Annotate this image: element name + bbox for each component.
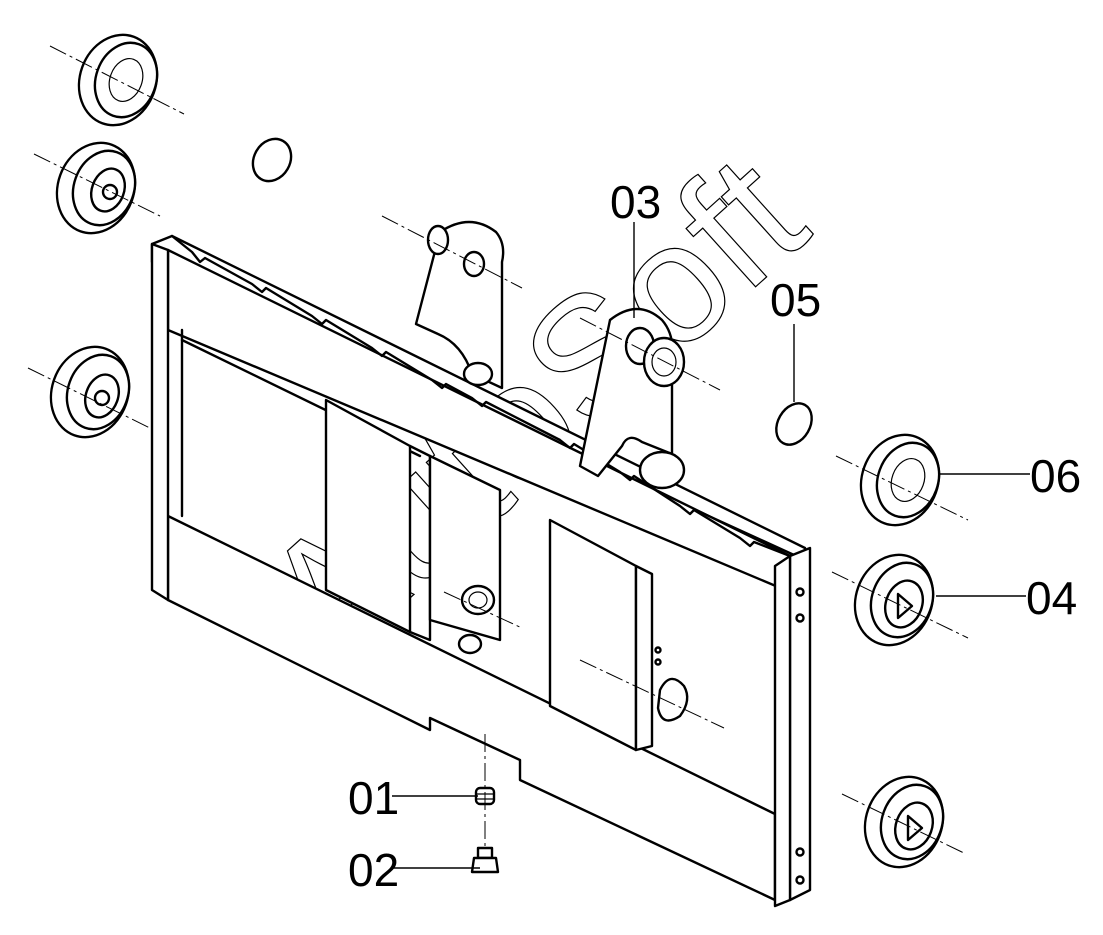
left-arm-link bbox=[414, 220, 505, 390]
roller-top-left bbox=[77, 33, 159, 127]
snap-ring-top bbox=[251, 137, 293, 183]
right-slide-plate bbox=[548, 518, 689, 752]
callout-04: 04 bbox=[1026, 572, 1077, 624]
callout-02: 02 bbox=[348, 844, 399, 896]
roller-04 bbox=[853, 553, 935, 647]
center-lines bbox=[27, 45, 969, 855]
callout-01: 01 bbox=[348, 772, 399, 824]
callout-06: 06 bbox=[1030, 450, 1081, 502]
roller-bottom-right bbox=[863, 775, 945, 869]
roller-upper-left bbox=[55, 141, 137, 235]
snap-ring-05 bbox=[775, 402, 813, 446]
roller-06 bbox=[859, 433, 941, 527]
leader-lines bbox=[392, 222, 1030, 869]
right-arm-link bbox=[578, 307, 686, 490]
callout-03: 03 bbox=[610, 176, 661, 228]
roller-mid-left bbox=[49, 345, 131, 439]
callout-05: 05 bbox=[770, 274, 821, 326]
